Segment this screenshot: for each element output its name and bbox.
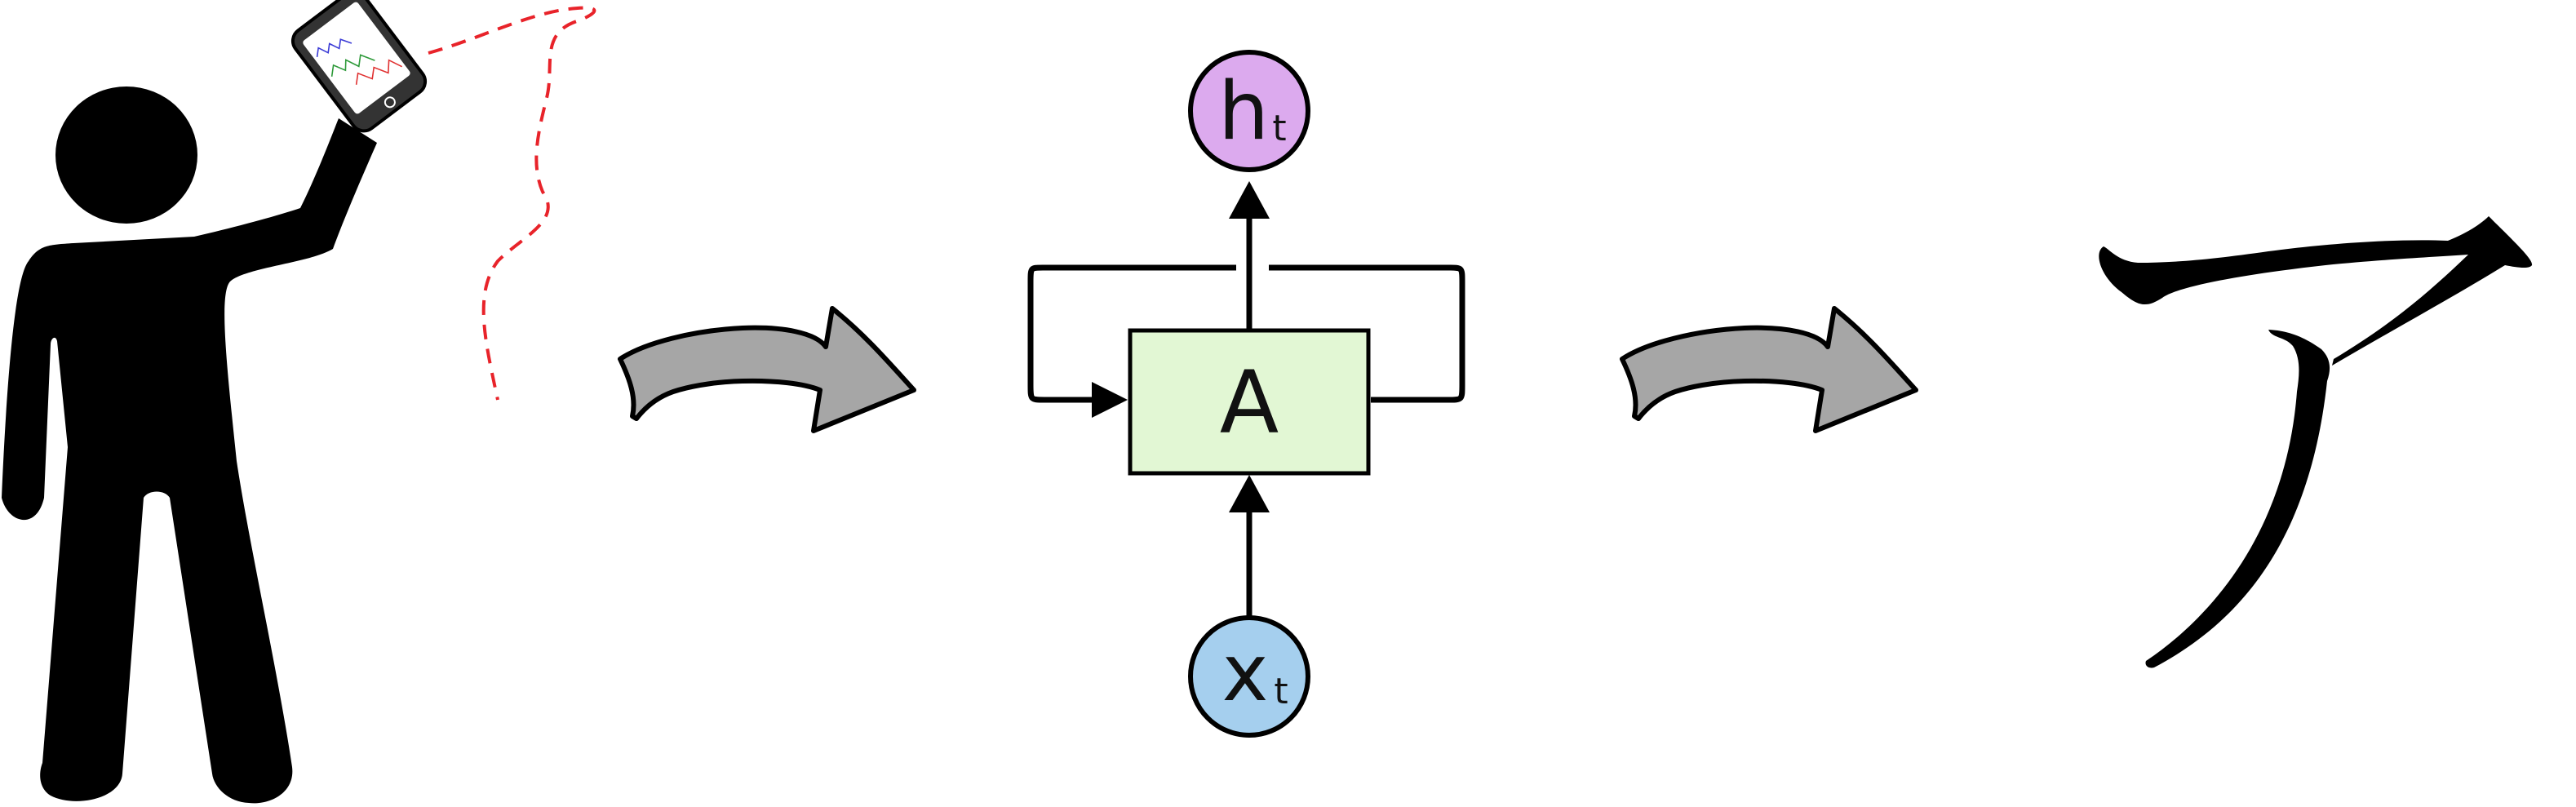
- output-node-symbol: h: [1218, 65, 1269, 158]
- output-arrowhead-icon: [1229, 181, 1270, 219]
- katakana-curve-stroke: [2145, 330, 2330, 668]
- tablet-device: [290, 0, 428, 133]
- recurrent-loop-connector: [1027, 264, 1465, 403]
- person-torso: [2, 118, 377, 804]
- input-arrowhead-icon: [1229, 475, 1270, 512]
- output-node-ht: [1188, 50, 1310, 172]
- curved-right-arrow-icon-2: [1620, 306, 1918, 433]
- output-node-label: h: [1218, 65, 1269, 158]
- katakana-character: [2099, 216, 2533, 668]
- rnn-cell-label: A: [1220, 353, 1279, 453]
- sensor-plot-line-2: [330, 54, 375, 77]
- recurrent-loop-arrowhead-icon: [1092, 382, 1128, 418]
- curved-right-arrow-icon-1: [618, 306, 916, 433]
- input-node-xt: [1188, 615, 1310, 738]
- rnn-cell-diagram: A h t x t: [1027, 50, 1465, 738]
- dashed-red-trajectory: [428, 6, 596, 401]
- input-node-subscript: t: [1274, 671, 1288, 712]
- person-holding-phone-icon: [2, 0, 428, 804]
- sensor-plot-line-3: [355, 59, 402, 85]
- tablet-home-button-icon: [384, 96, 396, 109]
- katakana-top-stroke: [2099, 216, 2533, 366]
- person-head: [55, 86, 197, 224]
- tablet-screen: [303, 2, 410, 114]
- sensor-plot-line-1: [316, 38, 352, 58]
- output-node-subscript: t: [1272, 108, 1286, 149]
- input-node-symbol: x: [1222, 627, 1269, 719]
- input-node-label: x: [1222, 627, 1269, 719]
